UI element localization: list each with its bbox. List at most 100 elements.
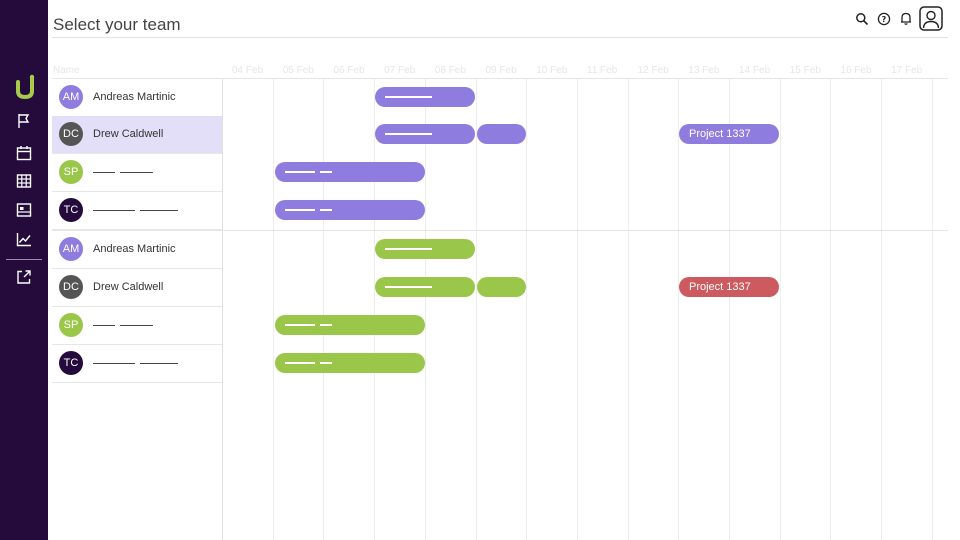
person-row[interactable]: DC Drew Caldwell: [52, 116, 222, 153]
row-divider: [52, 229, 222, 230]
project-bar[interactable]: Project 1337: [679, 124, 779, 144]
task-bar[interactable]: [375, 239, 475, 259]
task-bar[interactable]: [477, 124, 526, 144]
task-bar[interactable]: [275, 353, 425, 373]
avatar: AM: [59, 85, 83, 109]
calendar-icon[interactable]: [15, 144, 33, 162]
column-header-date: 06 Feb: [333, 65, 365, 76]
row-divider: [52, 306, 222, 307]
avatar: AM: [59, 237, 83, 261]
external-link-icon[interactable]: [15, 268, 33, 286]
flag-icon[interactable]: [15, 112, 33, 130]
column-header-date: 08 Feb: [434, 65, 466, 76]
project-bar-label: Project 1337: [689, 281, 751, 293]
grid-line: [830, 78, 832, 540]
column-header-name: Name: [53, 65, 80, 76]
help-icon[interactable]: ?: [877, 12, 891, 26]
grid-line: [576, 78, 578, 540]
name-placeholder-line: [120, 172, 153, 173]
person-name: Andreas Martinic: [93, 243, 176, 255]
name-placeholder-line: [93, 172, 115, 173]
grid-line: [222, 78, 223, 540]
avatar: DC: [59, 275, 83, 299]
group-divider: [52, 78, 948, 79]
row-divider: [52, 382, 222, 383]
person-row[interactable]: AM Andreas Martinic: [52, 231, 222, 268]
name-placeholder-line: [120, 325, 153, 326]
grid-line: [678, 78, 680, 540]
row-divider: [52, 153, 222, 154]
grid-line: [475, 78, 477, 540]
main-content: Select your team ? Name 04 Feb 05 Feb 06 F…: [48, 0, 960, 540]
avatar: TC: [59, 351, 83, 375]
task-bar[interactable]: [375, 124, 475, 144]
name-placeholder-line: [93, 363, 135, 364]
avatar: SP: [59, 313, 83, 337]
bar-placeholder-line: [320, 171, 332, 173]
chart-icon[interactable]: [15, 230, 33, 248]
board-icon[interactable]: [15, 201, 33, 219]
grid-line: [779, 78, 781, 540]
avatar: DC: [59, 122, 83, 146]
sidebar-divider: [6, 259, 42, 260]
person-name: Drew Caldwell: [93, 281, 164, 293]
bar-placeholder-line: [285, 209, 315, 211]
person-row[interactable]: SP: [52, 154, 222, 191]
column-header-date: 14 Feb: [739, 65, 771, 76]
grid-line: [729, 78, 730, 540]
page-title: Select your team: [53, 15, 181, 34]
project-bar[interactable]: Project 1337: [679, 277, 779, 297]
bar-placeholder-line: [320, 209, 332, 211]
avatar: TC: [59, 198, 83, 222]
task-bar[interactable]: [477, 277, 526, 297]
person-row[interactable]: SP: [52, 307, 222, 344]
grid-line: [374, 78, 376, 540]
bar-placeholder-line: [385, 248, 432, 250]
row-divider: [52, 268, 222, 269]
task-bar[interactable]: [375, 277, 475, 297]
name-placeholder-line: [93, 325, 115, 326]
task-bar[interactable]: [275, 200, 425, 220]
table-icon[interactable]: [15, 172, 33, 190]
bar-placeholder-line: [385, 286, 432, 288]
column-header-date: 04 Feb: [232, 65, 264, 76]
task-bar[interactable]: [275, 315, 425, 335]
bell-icon[interactable]: [899, 11, 913, 26]
bar-placeholder-line: [385, 133, 432, 135]
bar-placeholder-line: [285, 324, 315, 326]
column-header-date: 15 Feb: [789, 65, 821, 76]
task-bar[interactable]: [375, 87, 475, 107]
column-header-date: 05 Feb: [282, 65, 314, 76]
avatar: SP: [59, 160, 83, 184]
app-logo[interactable]: [14, 74, 36, 100]
person-name: Andreas Martinic: [93, 91, 176, 103]
person-row[interactable]: AM Andreas Martinic: [52, 79, 222, 116]
person-row[interactable]: TC: [52, 345, 222, 382]
project-bar-label: Project 1337: [689, 128, 751, 140]
bar-placeholder-line: [285, 362, 315, 364]
task-bar[interactable]: [275, 162, 425, 182]
person-name: Drew Caldwell: [93, 128, 164, 140]
column-header-date: 13 Feb: [688, 65, 720, 76]
column-header-date: 12 Feb: [637, 65, 669, 76]
column-header-date: 10 Feb: [536, 65, 568, 76]
user-icon[interactable]: [919, 6, 943, 31]
column-header-date: 09 Feb: [485, 65, 517, 76]
row-divider: [52, 344, 222, 345]
name-placeholder-line: [93, 210, 135, 211]
grid-line: [526, 78, 528, 540]
bar-placeholder-line: [320, 324, 332, 326]
person-row[interactable]: DC Drew Caldwell: [52, 269, 222, 306]
bar-placeholder-line: [385, 96, 432, 98]
grid-line: [424, 78, 426, 540]
person-row[interactable]: TC: [52, 192, 222, 229]
grid-line: [323, 78, 325, 540]
title-divider: [52, 37, 948, 38]
grid-line: [272, 78, 274, 540]
column-header-date: 07 Feb: [384, 65, 416, 76]
grid-line: [931, 78, 933, 540]
name-placeholder-line: [140, 363, 178, 364]
column-header-date: 16 Feb: [840, 65, 872, 76]
bar-placeholder-line: [285, 171, 315, 173]
search-icon[interactable]: [855, 12, 869, 26]
